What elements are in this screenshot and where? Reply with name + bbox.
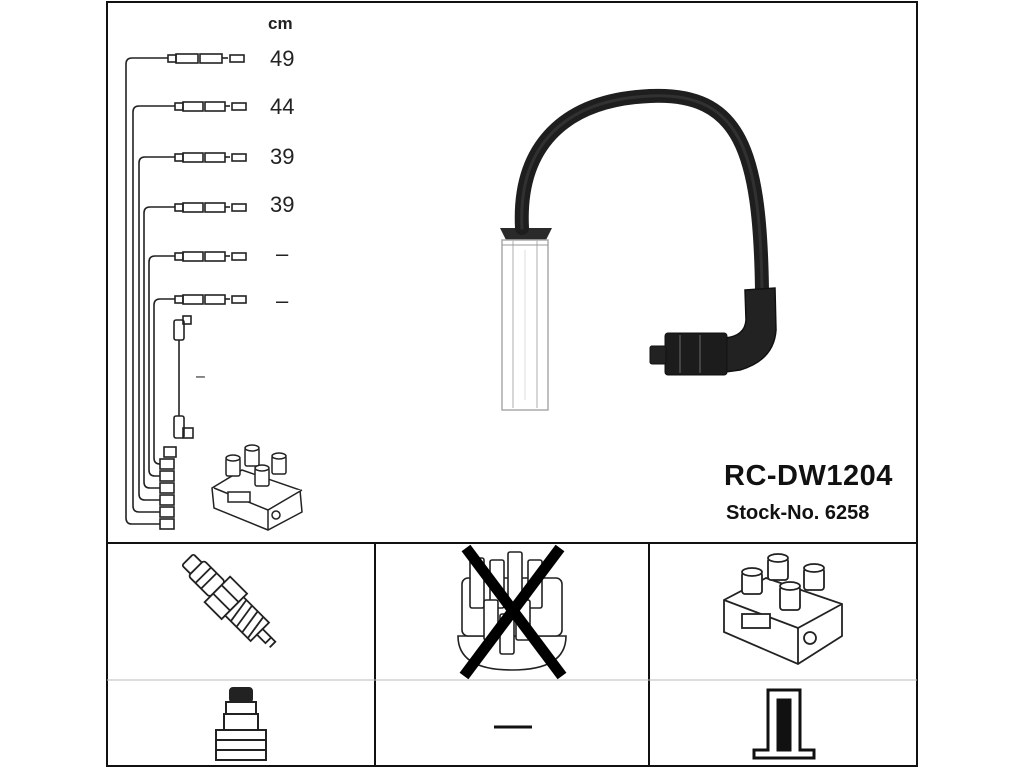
cable-boot-plug-end	[500, 228, 552, 411]
wire-4	[143, 202, 247, 489]
wire-length-4: 39	[270, 192, 295, 217]
stock-number: Stock-No. 6258	[726, 502, 870, 524]
coil-terminal-icon	[752, 688, 816, 760]
wire-6	[153, 294, 247, 465]
coil-small-icon	[211, 444, 303, 531]
spark-plug-icon	[181, 553, 277, 648]
wire-length-2: 44	[270, 94, 295, 119]
cross-out-icon	[459, 544, 567, 680]
wire-3	[138, 152, 247, 501]
part-number: RC-DW1204	[724, 460, 893, 492]
ignition-cable-drawing	[500, 88, 777, 411]
cable-wire	[514, 88, 769, 297]
wire-length-1: 49	[270, 46, 295, 71]
wire-harness-schematic	[125, 53, 247, 530]
cable-boot-coil-end	[649, 287, 777, 376]
extra-wire	[173, 315, 194, 439]
ignition-coil-icon	[723, 553, 843, 666]
wire-length-6: –	[276, 288, 289, 313]
connector-boot-icon	[215, 687, 267, 761]
wire-5	[148, 251, 247, 477]
unit-label: cm	[268, 14, 293, 33]
wire-2	[132, 101, 247, 513]
wire-1	[125, 53, 245, 525]
extra-wire-length: –	[196, 368, 205, 385]
harness-end-connectors	[159, 446, 177, 530]
frame	[106, 1, 918, 767]
wire-length-5: –	[276, 241, 289, 266]
wire-length-3: 39	[270, 144, 295, 169]
